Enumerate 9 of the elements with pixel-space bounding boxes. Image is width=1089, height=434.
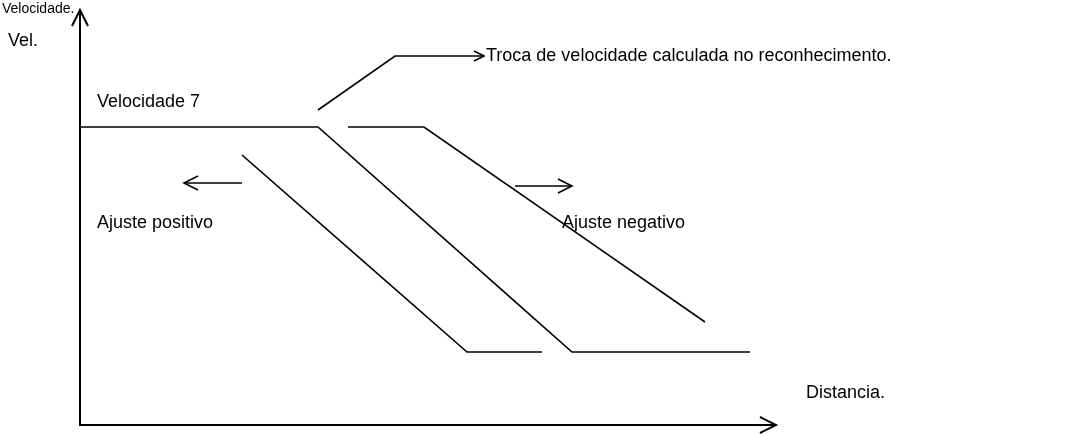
axis-label: Velocidade.: [2, 0, 75, 17]
axis-label: Vel.: [8, 30, 39, 52]
curve-label: Ajuste positivo: [97, 212, 214, 234]
curve-label: Velocidade 7: [97, 91, 201, 113]
axis-label: Distancia.: [806, 382, 886, 404]
leader-line: [317, 50, 485, 111]
speed-curve: [79, 126, 751, 353]
curve-label: Ajuste negativo: [562, 212, 686, 234]
annotation-text: Troca de velocidade calculada no reconhecimento.: [486, 45, 892, 67]
